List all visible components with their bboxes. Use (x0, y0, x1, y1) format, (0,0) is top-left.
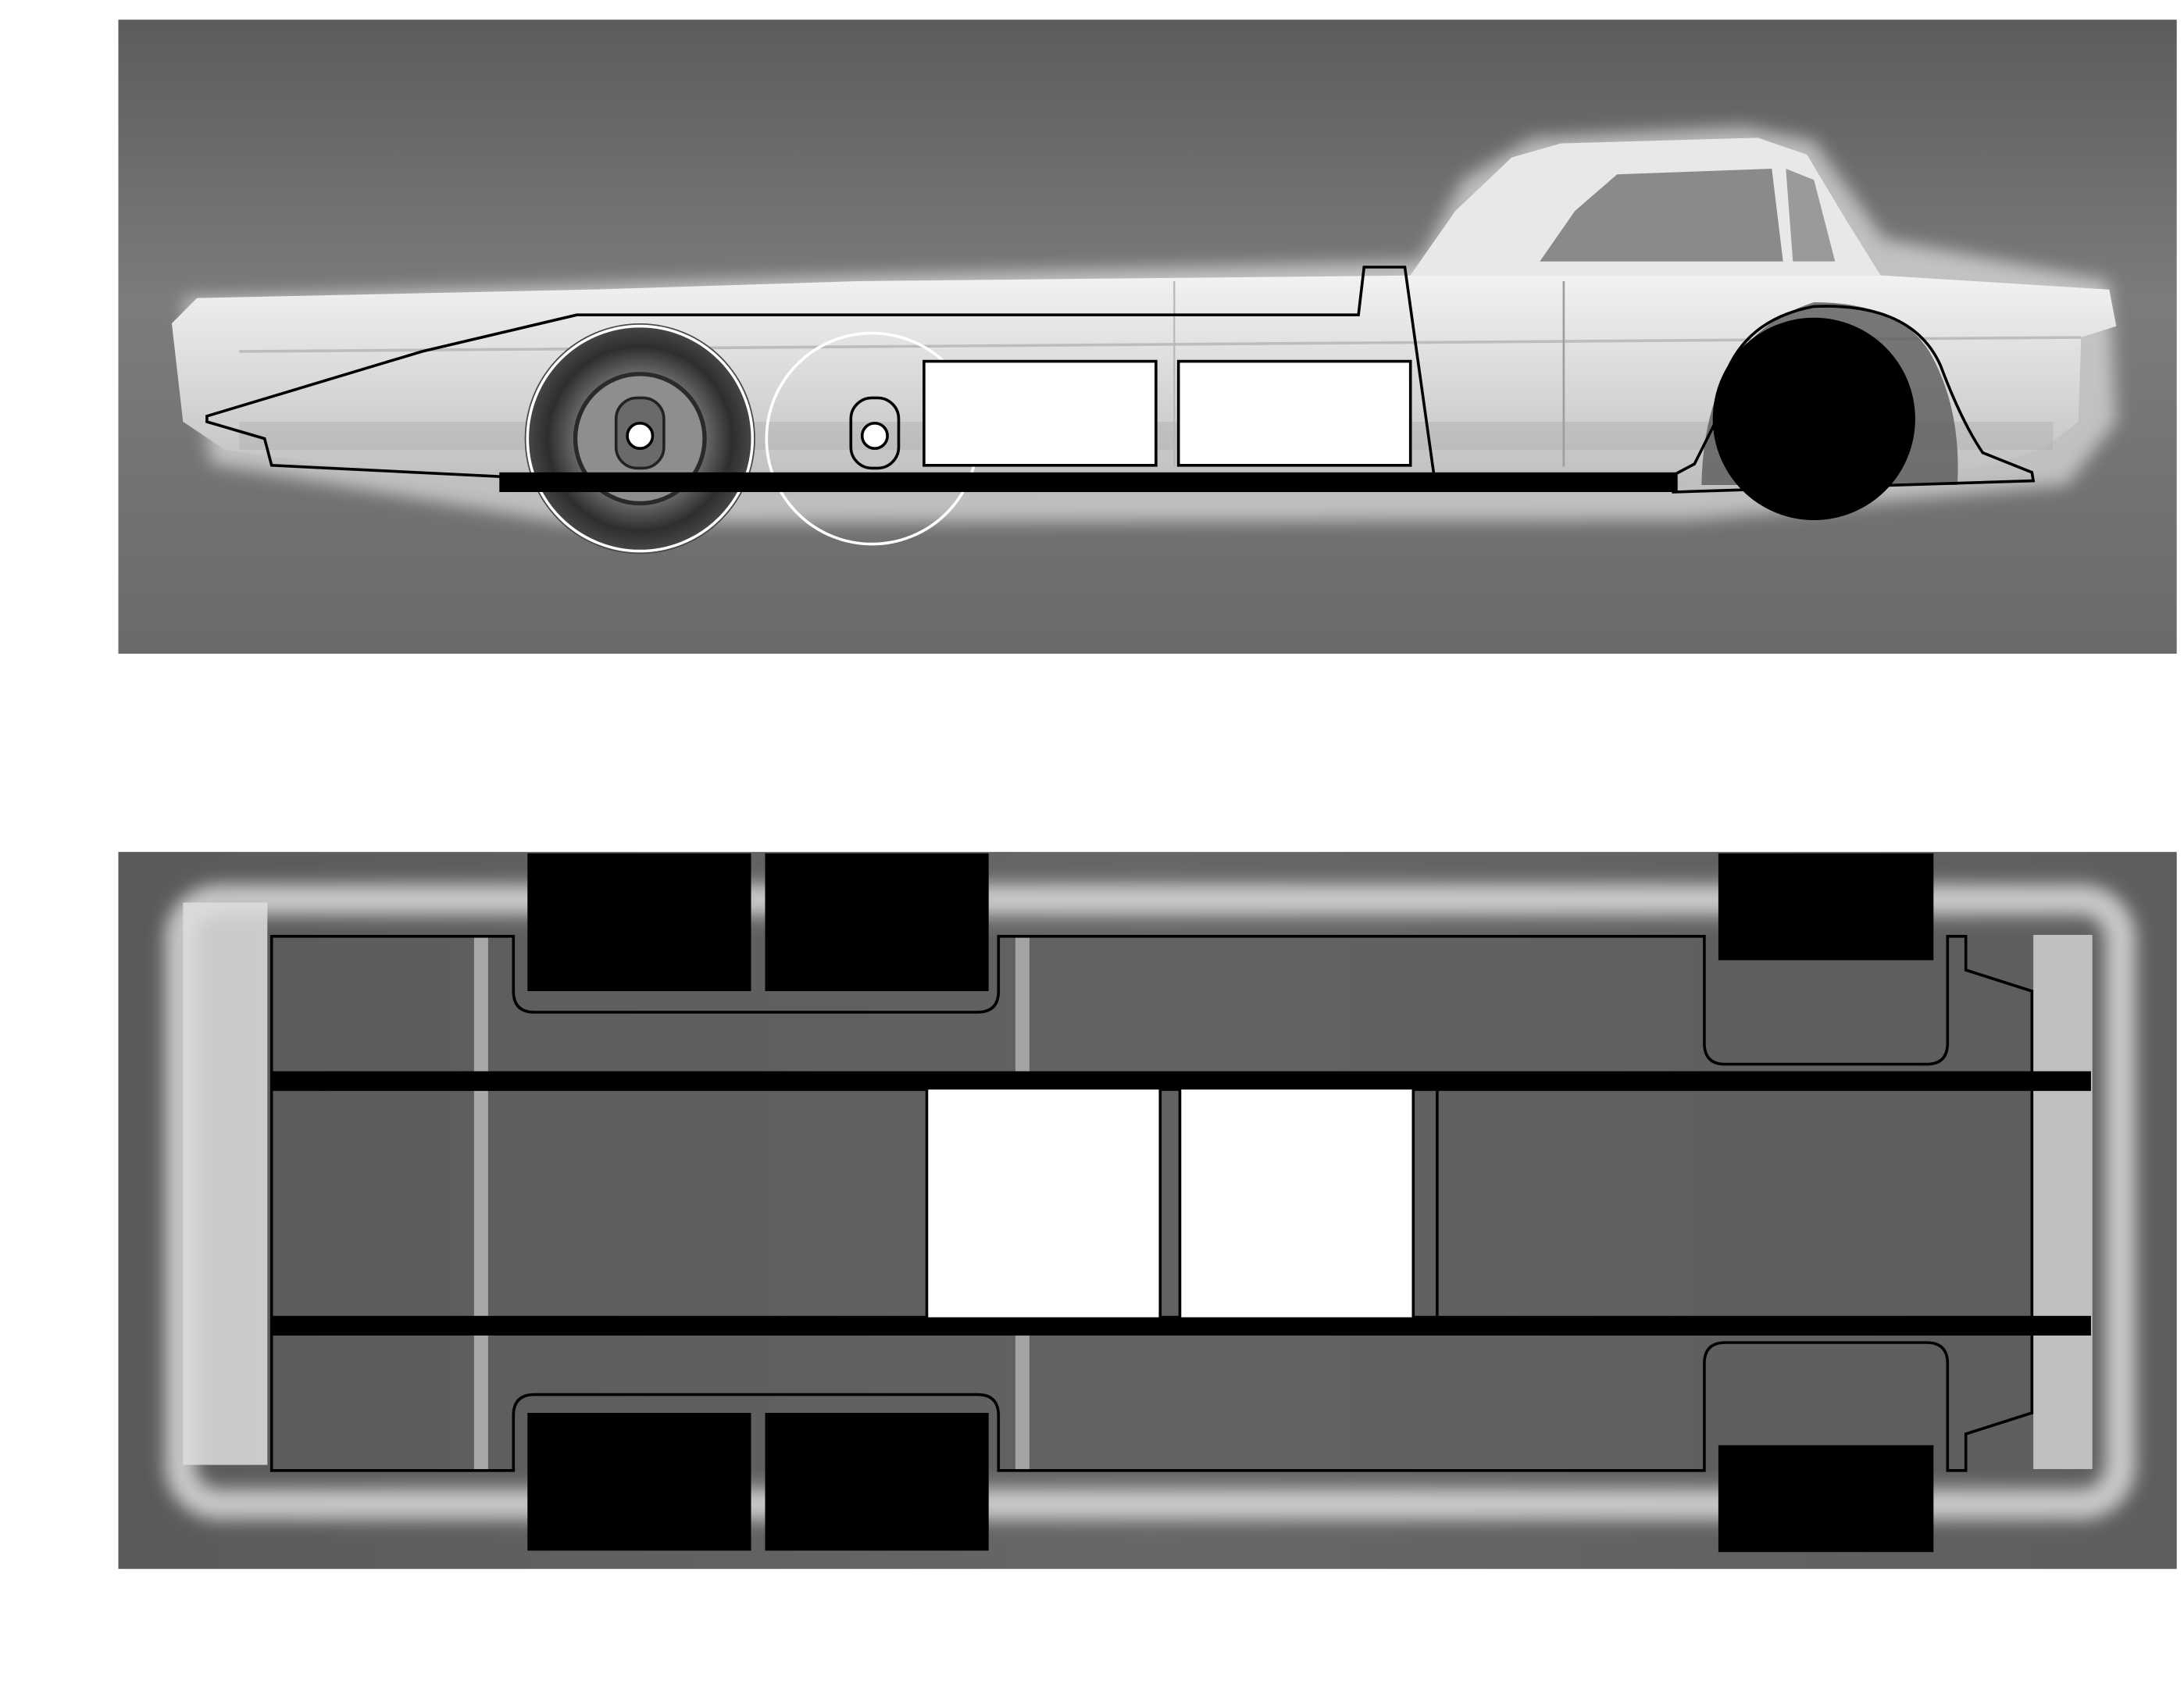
wheel-block-rear-upper-2 (765, 853, 989, 991)
side-rear-wheel-1-outline (526, 324, 755, 553)
front-bumper-light (183, 902, 268, 1465)
cross-strip-left (473, 936, 488, 1471)
side-front-wheel-filled (1712, 317, 1915, 520)
side-view-panel (118, 20, 2177, 654)
wheel-block-rear-upper-1 (527, 853, 751, 991)
top-view-panel (118, 851, 2177, 1569)
car-side-window-2 (1786, 169, 1836, 262)
rear-bumper-light (2033, 935, 2093, 1469)
wheel-block-rear-lower-1 (527, 1413, 751, 1551)
side-rear-axle-1 (626, 422, 655, 450)
side-rear-axle-2 (860, 422, 889, 450)
car-side-window-1 (1540, 169, 1783, 262)
side-white-box-1 (922, 359, 1158, 467)
top-white-box-1 (925, 1086, 1162, 1321)
side-rear-hub-2 (849, 396, 901, 470)
wheel-block-front-upper (1718, 853, 1934, 961)
wheel-block-rear-lower-2 (765, 1413, 989, 1551)
top-white-box-2 (1178, 1086, 1415, 1321)
top-view-overlay (269, 853, 2091, 1553)
body-glow (164, 884, 2136, 1520)
top-chassis-outline (269, 935, 2034, 1472)
wheel-block-front-lower (1718, 1445, 1934, 1553)
side-chassis-rail (499, 472, 1678, 492)
side-view-overlay (205, 266, 2036, 553)
side-white-box-2 (1176, 359, 1412, 467)
